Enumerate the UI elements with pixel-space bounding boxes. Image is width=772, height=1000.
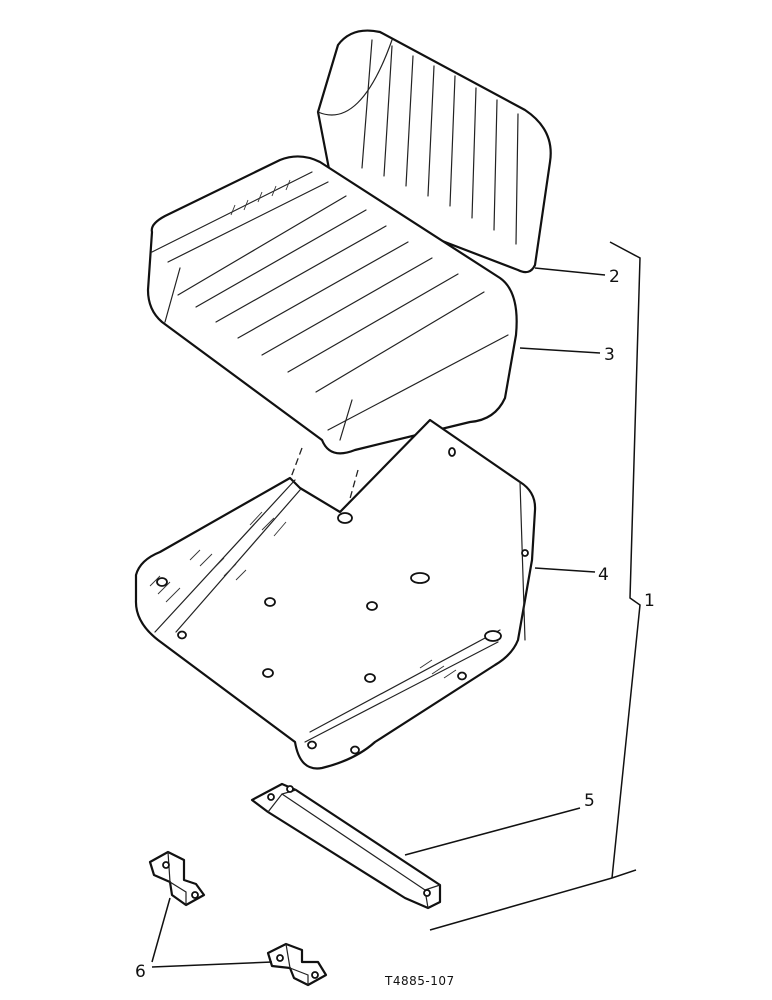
pan-hole — [264, 597, 276, 607]
bar-hole — [286, 785, 294, 793]
pan-hole — [448, 447, 456, 457]
pan-hole — [177, 630, 187, 640]
bracket-hole — [276, 954, 284, 962]
seat-cushion — [146, 155, 518, 455]
mounting-bracket-upper — [148, 850, 206, 907]
pan-slot — [337, 512, 353, 524]
backrest-pleat-lines — [361, 39, 519, 245]
alignment-line-center — [343, 469, 359, 521]
cushion-fabric-hatching — [230, 179, 291, 216]
callout-6: 6 — [135, 962, 146, 982]
callout-4: 4 — [598, 565, 609, 585]
pan-hole — [521, 549, 529, 557]
alignment-line-left — [289, 447, 303, 481]
bracket-hole — [191, 891, 199, 899]
callout-1: 1 — [644, 591, 655, 611]
seat-pan — [134, 418, 537, 770]
pan-hole — [364, 673, 376, 683]
drawing-reference-code: T4885-107 — [384, 974, 455, 988]
pan-hatching — [149, 511, 457, 679]
pan-hole — [156, 577, 168, 587]
pan-hole — [307, 740, 317, 750]
bar-hole — [423, 889, 431, 897]
callout-2: 2 — [609, 267, 620, 287]
bar-hole — [267, 793, 275, 801]
pan-hole — [350, 745, 360, 755]
pan-hole — [366, 601, 378, 611]
pan-slot — [410, 572, 430, 584]
callout-5: 5 — [584, 791, 595, 811]
mounting-bar — [250, 782, 442, 910]
pan-hole — [262, 668, 274, 678]
mounting-bracket-lower — [266, 942, 328, 987]
callout-3: 3 — [604, 345, 615, 365]
bracket-hole — [311, 971, 319, 979]
bracket-hole — [162, 861, 170, 869]
pan-hole — [457, 671, 467, 681]
leader-lines — [151, 241, 641, 968]
pan-slot — [484, 630, 502, 642]
